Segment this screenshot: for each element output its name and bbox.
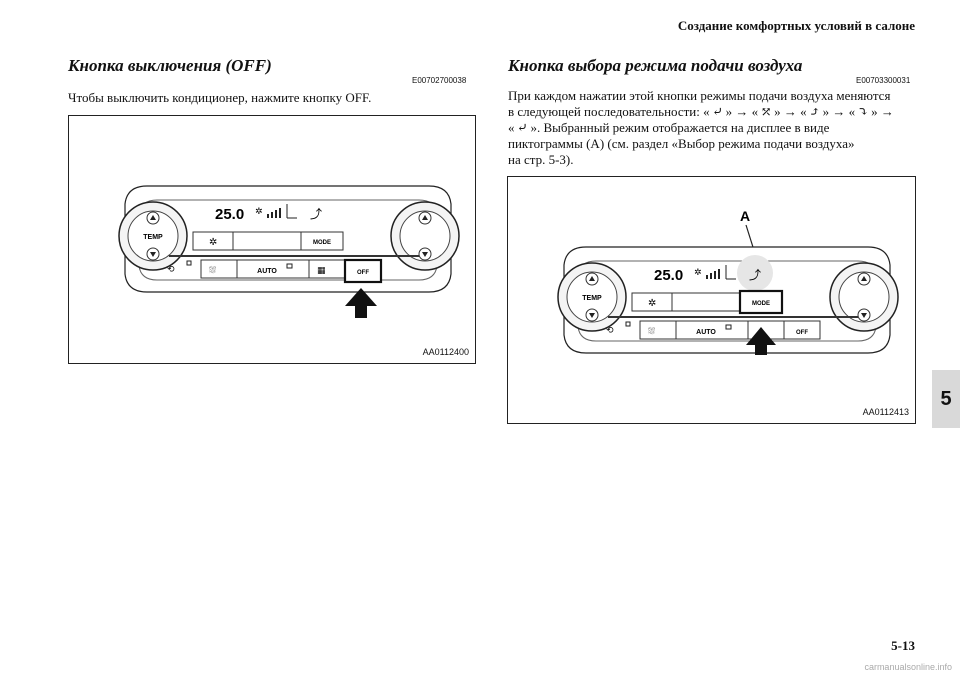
off-label: OFF bbox=[357, 270, 369, 276]
mode-line-1: При каждом нажатии этой кнопки режимы по… bbox=[508, 88, 891, 103]
fan-speed-icon: ✲ bbox=[255, 206, 263, 216]
climate-panel-diagram-left: TEMP 25.0 ✲ ⤴ ✲ MODE bbox=[118, 185, 460, 318]
auto-label: AUTO bbox=[696, 329, 716, 336]
figure-mode-button: A TEMP 25.0 ✲ bbox=[507, 176, 916, 424]
page-number: 5-13 bbox=[891, 638, 915, 653]
watermark: carmanualsonline.info bbox=[864, 662, 952, 672]
up-arrow-icon bbox=[746, 327, 776, 355]
mode-line-4: пиктограммы (A) (см. раздел «Выбор режим… bbox=[508, 136, 855, 151]
mode-instruction: При каждом нажатии этой кнопки режимы по… bbox=[508, 88, 928, 168]
lcd-display: 25.0 ✲ ⤴ bbox=[215, 204, 322, 223]
snowflake-icon: ✲ bbox=[209, 237, 217, 248]
climate-panel-diagram-right: A TEMP 25.0 ✲ bbox=[557, 208, 899, 355]
temp-label: TEMP bbox=[582, 295, 602, 302]
defrost-button[interactable] bbox=[639, 320, 677, 340]
chapter-tab: 5 bbox=[932, 370, 960, 428]
rear-defrost-icon: ▦ bbox=[317, 265, 326, 275]
fan-foot-icon: ⤴ bbox=[809, 104, 821, 119]
display-temperature: 25.0 bbox=[215, 206, 244, 223]
windshield-defrost-icon: ⛆ bbox=[648, 326, 655, 336]
climate-panel: TEMP 25.0 ✲ ⤴ ✲ MODE ⟲ bbox=[557, 246, 899, 354]
mode-button[interactable] bbox=[300, 231, 344, 251]
figure-id-right: AA0112413 bbox=[862, 407, 909, 417]
mode-line-3: «⤶». Выбранный режим отображается на дис… bbox=[508, 120, 830, 135]
mode-label: MODE bbox=[752, 301, 770, 307]
section-code-off: E00702700038 bbox=[412, 76, 467, 85]
fan-face-icon: ⤶ bbox=[517, 120, 528, 135]
display-temperature: 25.0 bbox=[654, 267, 683, 284]
fan-foot-icon: ⤴ bbox=[749, 267, 761, 282]
section-code-mode: E00703300031 bbox=[856, 76, 911, 85]
windshield-defrost-icon: ⛆ bbox=[209, 265, 216, 275]
temp-knob-right[interactable] bbox=[829, 262, 899, 332]
section-title-off: Кнопка выключения (OFF) bbox=[68, 56, 272, 75]
running-header: Создание комфортных условий в салоне bbox=[677, 18, 915, 33]
up-arrow-icon bbox=[345, 288, 377, 318]
temp-label: TEMP bbox=[143, 234, 163, 241]
recirculation-icon: ⟲ bbox=[606, 325, 614, 335]
auto-label: AUTO bbox=[257, 268, 277, 275]
mode-button[interactable] bbox=[738, 289, 784, 315]
callout-a: A bbox=[740, 208, 750, 224]
temp-knob-left[interactable]: TEMP bbox=[118, 201, 188, 271]
section-title-mode: Кнопка выбора режима подачи воздуха bbox=[508, 56, 803, 75]
fan-foot-defrost-icon: ⤵ bbox=[857, 104, 869, 119]
mode-label: MODE bbox=[313, 240, 331, 246]
mode-line-5: на стр. 5-3). bbox=[508, 152, 574, 167]
snowflake-icon: ✲ bbox=[648, 298, 656, 309]
defrost-button[interactable] bbox=[200, 259, 238, 279]
blank-button[interactable] bbox=[671, 292, 741, 312]
fan-face-foot-icon: ⤱ bbox=[760, 104, 772, 119]
blank-button[interactable] bbox=[232, 231, 302, 251]
off-button[interactable] bbox=[343, 258, 383, 284]
off-instruction: Чтобы выключить кондиционер, нажмите кно… bbox=[68, 90, 372, 105]
mode-line-2: в следующей последовательности: «⤶» → «⤱… bbox=[508, 104, 894, 119]
fan-face-icon: ⤶ bbox=[712, 104, 724, 119]
off-label: OFF bbox=[796, 330, 808, 336]
fan-speed-icon: ✲ bbox=[694, 267, 702, 277]
off-button[interactable] bbox=[783, 320, 821, 340]
lcd-display: 25.0 ✲ ⤴ bbox=[654, 255, 773, 291]
figure-id-left: AA0112400 bbox=[422, 347, 469, 357]
climate-panel: TEMP 25.0 ✲ ⤴ ✲ MODE bbox=[118, 185, 460, 293]
figure-off-button: TEMP 25.0 ✲ ⤴ ✲ MODE bbox=[68, 115, 476, 364]
temp-knob-left[interactable]: TEMP bbox=[557, 262, 627, 332]
recirculation-icon: ⟲ bbox=[167, 264, 175, 274]
fan-foot-icon: ⤴ bbox=[310, 206, 322, 221]
rear-defrost-button[interactable] bbox=[308, 259, 346, 279]
mode-indicator-highlight bbox=[737, 255, 773, 291]
temp-knob-right[interactable] bbox=[390, 201, 460, 271]
